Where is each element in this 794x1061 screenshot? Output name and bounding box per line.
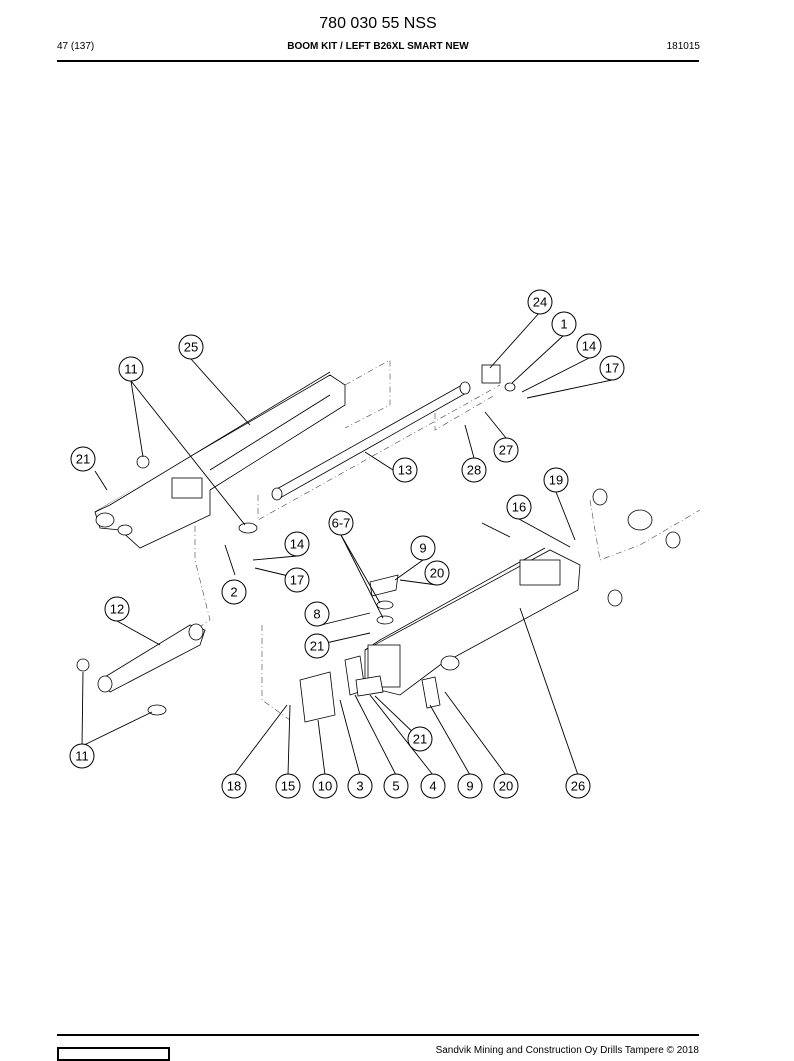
callout-19: 19 bbox=[543, 467, 569, 493]
svg-text:21: 21 bbox=[413, 732, 427, 747]
callout-21: 21 bbox=[304, 633, 330, 659]
callout-21: 21 bbox=[407, 726, 433, 752]
svg-text:21: 21 bbox=[76, 452, 90, 467]
sheet-title: BOOM KIT / LEFT B26XL SMART NEW bbox=[287, 41, 469, 52]
callout-11: 11 bbox=[118, 356, 144, 382]
callout-15: 15 bbox=[275, 773, 301, 799]
callout-14: 14 bbox=[576, 333, 602, 359]
svg-text:14: 14 bbox=[582, 339, 596, 354]
callout-9: 9 bbox=[457, 773, 483, 799]
header-rule bbox=[57, 60, 699, 62]
page-reference: 47 (137) bbox=[57, 41, 95, 52]
svg-text:11: 11 bbox=[124, 362, 138, 377]
callout-25: 25 bbox=[178, 334, 204, 360]
svg-text:14: 14 bbox=[290, 537, 304, 552]
svg-text:8: 8 bbox=[313, 607, 320, 622]
callout-28: 28 bbox=[461, 457, 487, 483]
svg-text:19: 19 bbox=[549, 473, 563, 488]
svg-text:4: 4 bbox=[429, 779, 436, 794]
copyright-notice: Sandvik Mining and Construction Oy Drill… bbox=[435, 1045, 699, 1056]
callout-11: 11 bbox=[69, 743, 95, 769]
svg-text:9: 9 bbox=[466, 779, 473, 794]
svg-text:26: 26 bbox=[571, 779, 585, 794]
callout-1: 1 bbox=[551, 311, 577, 337]
callout-3: 3 bbox=[347, 773, 373, 799]
callout-6-7: 6-7 bbox=[328, 510, 354, 536]
callout-27: 27 bbox=[493, 437, 519, 463]
assembly-dash-lines bbox=[179, 359, 701, 721]
svg-text:20: 20 bbox=[499, 779, 513, 794]
svg-text:25: 25 bbox=[184, 340, 198, 355]
svg-text:17: 17 bbox=[290, 573, 304, 588]
callout-13: 13 bbox=[392, 457, 418, 483]
svg-text:5: 5 bbox=[392, 779, 399, 794]
svg-text:18: 18 bbox=[227, 779, 241, 794]
svg-text:17: 17 bbox=[605, 361, 619, 376]
callout-16: 16 bbox=[506, 494, 532, 520]
callout-4: 4 bbox=[420, 773, 446, 799]
svg-text:11: 11 bbox=[75, 749, 89, 764]
callout-17: 17 bbox=[284, 567, 310, 593]
svg-text:9: 9 bbox=[419, 541, 426, 556]
svg-text:15: 15 bbox=[281, 779, 295, 794]
svg-text:24: 24 bbox=[533, 295, 547, 310]
svg-text:20: 20 bbox=[430, 566, 444, 581]
callout-26: 26 bbox=[565, 773, 591, 799]
callout-2: 2 bbox=[221, 579, 247, 605]
callout-12: 12 bbox=[104, 596, 130, 622]
callout-8: 8 bbox=[304, 601, 330, 627]
cylinder-part-12 bbox=[97, 623, 206, 693]
callout-14: 14 bbox=[284, 531, 310, 557]
callout-17: 17 bbox=[599, 355, 625, 381]
svg-text:12: 12 bbox=[110, 602, 124, 617]
upper-boom-part-25 bbox=[94, 371, 346, 549]
callout-21: 21 bbox=[70, 446, 96, 472]
sandvik-logo bbox=[57, 1047, 170, 1061]
small-parts bbox=[76, 364, 681, 723]
date-code: 181015 bbox=[666, 41, 700, 52]
lower-boom-part-26 bbox=[364, 547, 581, 696]
svg-text:13: 13 bbox=[398, 463, 412, 478]
svg-text:3: 3 bbox=[356, 779, 363, 794]
document-number: 780 030 55 NSS bbox=[319, 15, 437, 32]
callout-24: 24 bbox=[527, 289, 553, 315]
svg-text:10: 10 bbox=[318, 779, 332, 794]
footer-rule bbox=[57, 1034, 699, 1036]
svg-text:6-7: 6-7 bbox=[332, 516, 351, 531]
callout-20: 20 bbox=[424, 560, 450, 586]
callout-20: 20 bbox=[493, 773, 519, 799]
svg-text:27: 27 bbox=[499, 443, 513, 458]
svg-text:1: 1 bbox=[560, 317, 567, 332]
svg-text:2: 2 bbox=[230, 585, 237, 600]
svg-text:16: 16 bbox=[512, 500, 526, 515]
callout-9: 9 bbox=[410, 535, 436, 561]
hydraulic-cylinder-part-13 bbox=[271, 381, 471, 501]
callout-10: 10 bbox=[312, 773, 338, 799]
svg-text:28: 28 bbox=[467, 463, 481, 478]
svg-text:21: 21 bbox=[310, 639, 324, 654]
callout-5: 5 bbox=[383, 773, 409, 799]
callout-18: 18 bbox=[221, 773, 247, 799]
